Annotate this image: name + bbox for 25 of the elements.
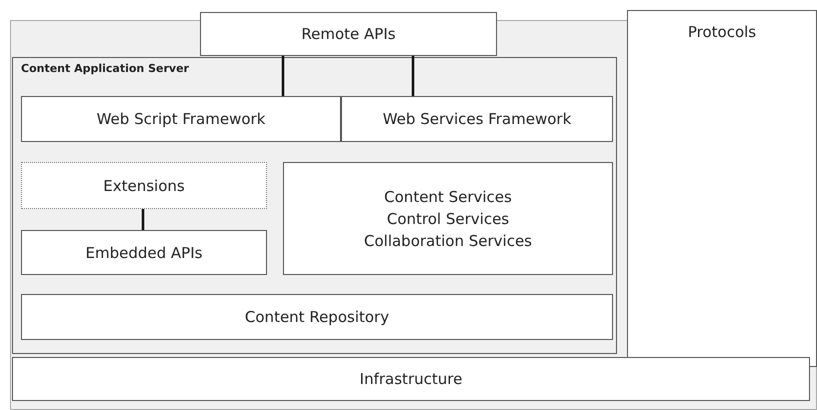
server-box [12, 57, 617, 354]
component-box [341, 96, 613, 142]
box-label: Control Services [386, 208, 510, 230]
box-label: Protocols [688, 22, 756, 43]
component-box [627, 10, 817, 367]
group-title: Content Application Server [21, 62, 189, 76]
component-box [283, 162, 613, 275]
box-label: Extensions [103, 176, 185, 196]
box-label: Remote APIs [301, 24, 396, 45]
component-box [21, 230, 267, 275]
component-box [200, 12, 497, 56]
box-label: Content Services [384, 186, 512, 208]
box-label: Infrastructure [360, 369, 462, 390]
component-box [21, 294, 613, 340]
dotted-box [21, 162, 267, 209]
box-label: Content Repository [244, 307, 390, 328]
component-box [12, 357, 810, 401]
component-box [21, 96, 341, 142]
box-label: Web Script Framework [96, 109, 266, 130]
box-label: Web Services Framework [382, 109, 572, 130]
box-label: Collaboration Services [364, 230, 532, 252]
connector-line [282, 56, 284, 96]
box-label: Embedded APIs [86, 242, 202, 264]
connector-line [412, 56, 414, 96]
connector-line [142, 209, 144, 230]
